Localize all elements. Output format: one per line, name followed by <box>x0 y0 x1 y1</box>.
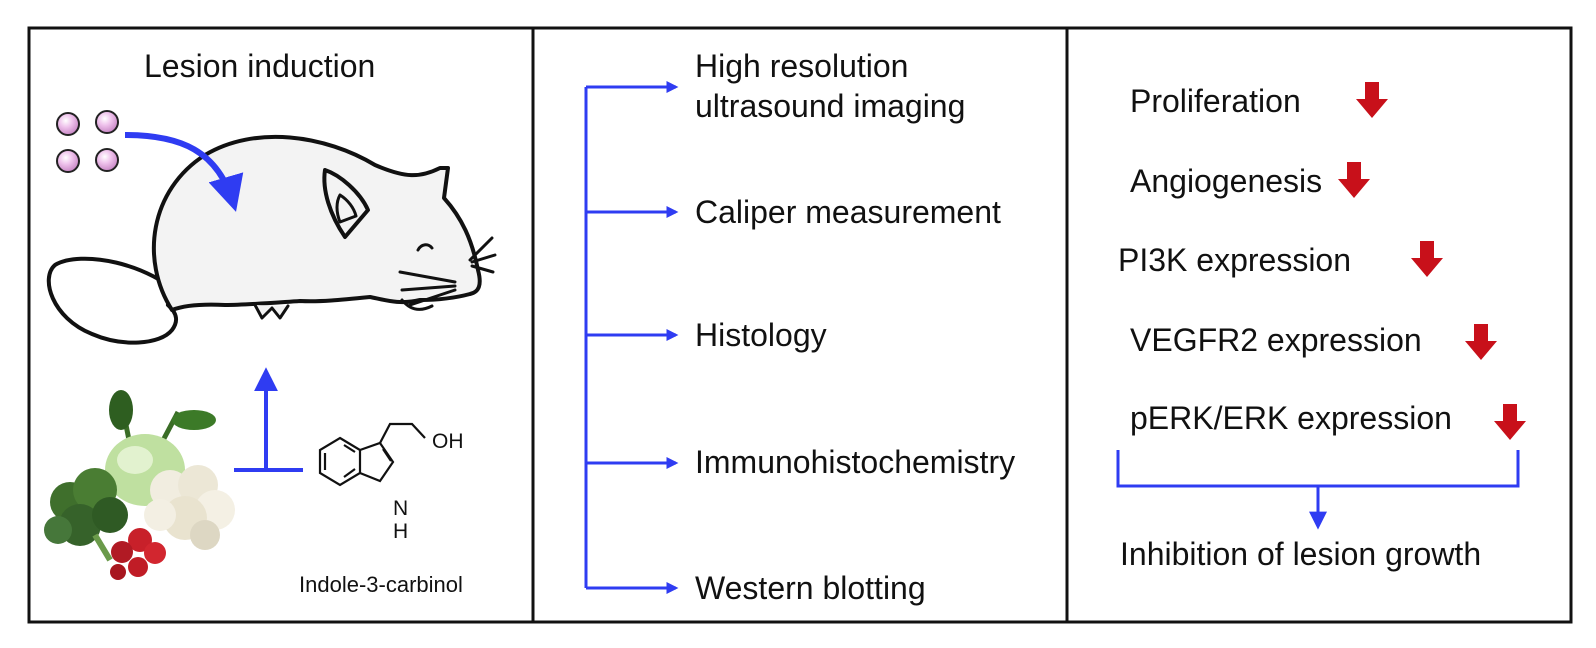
effect-label-perk: pERK/ERK expression <box>1130 400 1452 436</box>
indole-3-carbinol-structure <box>318 422 426 487</box>
effect-label-vegfr2: VEGFR2 expression <box>1130 322 1422 358</box>
down-arrow-icon <box>1465 324 1497 360</box>
conclusion-label: Inhibition of lesion growth <box>1120 536 1482 572</box>
method-label-caliper: Caliper measurement <box>695 194 1001 230</box>
method-label-ultrasound: High resolution <box>695 48 909 84</box>
chem-n-label: N <box>393 497 409 520</box>
down-arrow-icon <box>1411 241 1443 277</box>
method-label-ultrasound-line2: ultrasound imaging <box>695 88 966 124</box>
figure-frame <box>27 26 1573 624</box>
down-arrow-icon <box>1494 404 1526 440</box>
down-arrow-icon <box>1338 162 1370 198</box>
down-arrow-icon <box>1356 82 1388 118</box>
effects-bracket <box>1116 450 1520 530</box>
method-label-ihc: Immunohistochemistry <box>695 444 1016 480</box>
compound-name: Indole-3-carbinol <box>299 572 463 597</box>
injection-arrow <box>124 132 244 212</box>
chem-oh-label: OH <box>432 430 464 453</box>
effect-label-pi3k: PI3K expression <box>1118 242 1352 278</box>
chem-h-label: H <box>393 520 409 543</box>
methods-bracket <box>584 81 679 594</box>
microsphere-beads <box>56 110 119 173</box>
effect-label-angiogenesis: Angiogenesis <box>1130 163 1323 199</box>
method-label-western: Western blotting <box>695 570 926 606</box>
vegetables-image <box>44 390 235 580</box>
effect-label-proliferation: Proliferation <box>1130 83 1301 119</box>
panel-title: Lesion induction <box>144 48 376 84</box>
method-label-histology: Histology <box>695 317 827 353</box>
